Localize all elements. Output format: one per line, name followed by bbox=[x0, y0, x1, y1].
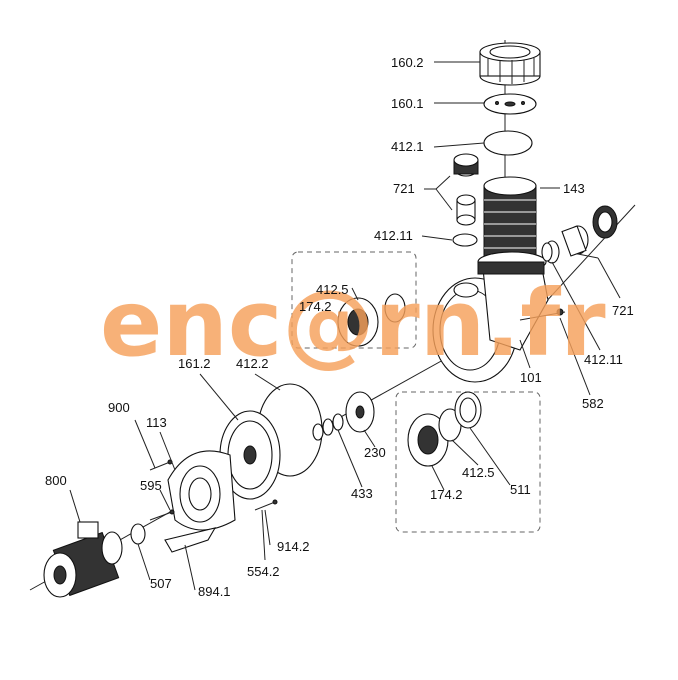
label-721-upper: 721 bbox=[393, 181, 415, 196]
diffuser-set-upper bbox=[337, 293, 406, 347]
label-161-2: 161.2 bbox=[178, 356, 211, 371]
label-412-5-lower: 412.5 bbox=[462, 465, 495, 480]
label-582: 582 bbox=[582, 396, 604, 411]
diffuser-disc-161-2 bbox=[219, 410, 281, 500]
pump-housing-part bbox=[432, 251, 566, 383]
label-412-11-upper: 412.11 bbox=[374, 228, 413, 243]
seal-433 bbox=[312, 413, 344, 441]
label-160-2: 160.2 bbox=[391, 55, 424, 70]
label-113: 113 bbox=[146, 415, 167, 430]
label-433: 433 bbox=[351, 486, 373, 501]
washer-507 bbox=[130, 523, 146, 545]
part-number-labels: 160.2 160.1 412.1 721 143 412.11 412.5 1… bbox=[45, 55, 634, 599]
label-914-2: 914.2 bbox=[277, 539, 310, 554]
o-ring-412-11-right bbox=[541, 242, 553, 262]
o-ring-412-11-upper bbox=[452, 233, 478, 247]
union-721-upper bbox=[453, 153, 479, 226]
label-174-2-lower: 174.2 bbox=[430, 487, 463, 502]
label-511: 511 bbox=[510, 482, 531, 497]
label-412-1: 412.1 bbox=[391, 139, 424, 154]
label-412-2: 412.2 bbox=[236, 356, 269, 371]
label-800: 800 bbox=[45, 473, 67, 488]
label-721-right: 721 bbox=[612, 303, 634, 318]
label-101: 101 bbox=[520, 370, 542, 385]
label-230: 230 bbox=[364, 445, 386, 460]
dashed-group-box-upper bbox=[291, 251, 417, 349]
motor-800 bbox=[43, 521, 123, 598]
cover-ring-part bbox=[479, 42, 541, 86]
label-894-1: 894.1 bbox=[198, 584, 231, 599]
lid-disc-part bbox=[483, 93, 537, 115]
impeller-230 bbox=[345, 391, 375, 433]
label-143: 143 bbox=[563, 181, 585, 196]
label-412-5-upper: 412.5 bbox=[316, 282, 349, 297]
label-900: 900 bbox=[108, 400, 130, 415]
strainer-basket-part bbox=[483, 176, 537, 261]
diffuser-set-lower bbox=[407, 391, 482, 467]
label-174-2-upper: 174.2 bbox=[299, 299, 332, 314]
label-412-11-right: 412.11 bbox=[584, 352, 623, 367]
label-160-1: 160.1 bbox=[391, 96, 424, 111]
leader-lines bbox=[69, 61, 621, 591]
watermark: enc@rn.fr bbox=[100, 270, 606, 377]
label-554-2: 554.2 bbox=[247, 564, 280, 579]
o-ring-412-1 bbox=[483, 130, 533, 156]
label-595: 595 bbox=[140, 478, 162, 493]
label-507: 507 bbox=[150, 576, 172, 591]
motor-bracket-113 bbox=[164, 450, 236, 553]
